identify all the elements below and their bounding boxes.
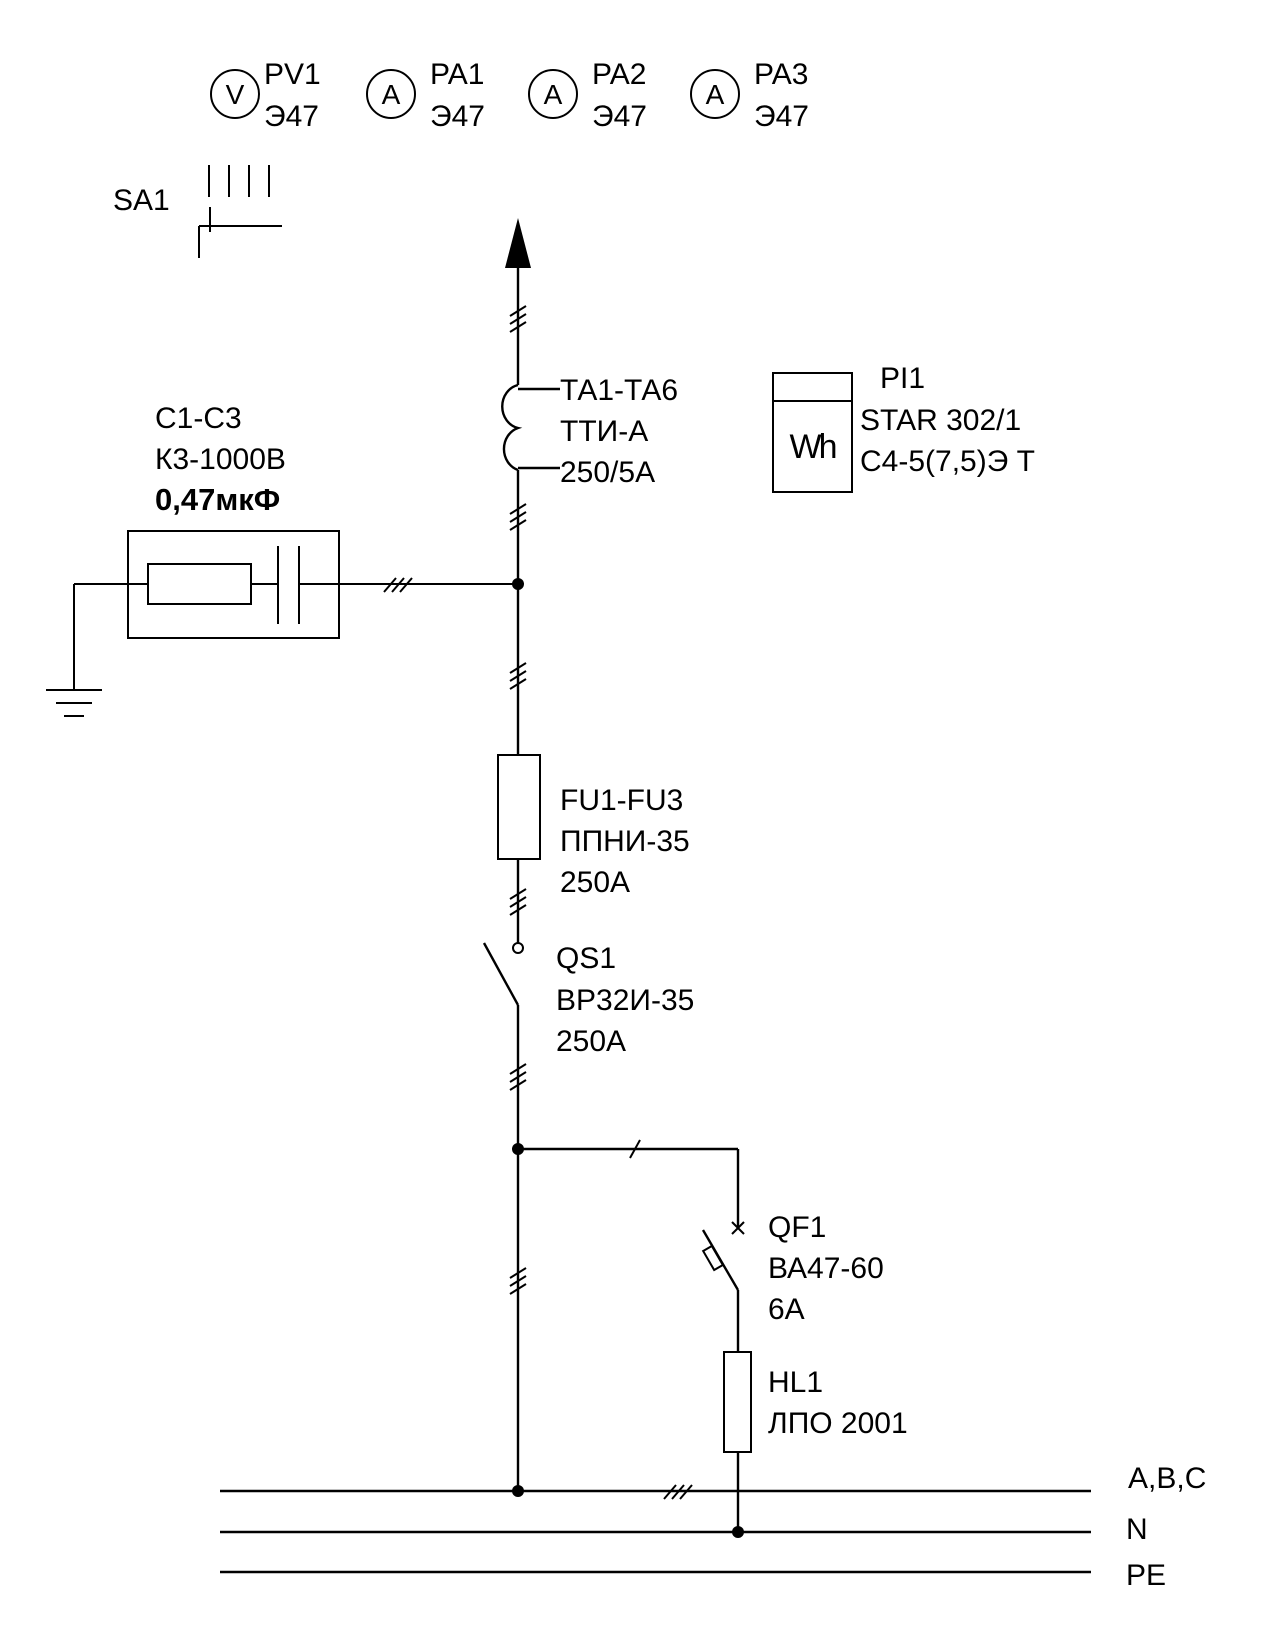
- meter-symbol: A: [544, 79, 563, 110]
- voltmeter-pv1: V PV1 Э47: [210, 58, 321, 133]
- disconnector-ref: QS1: [556, 942, 616, 975]
- bus-abc: A,B,C: [220, 1462, 1206, 1500]
- capacitor-icon: [74, 530, 518, 639]
- meter-symbol: V: [226, 79, 245, 110]
- meter-symbol: A: [706, 79, 725, 110]
- three-phase-tick-icon: [509, 662, 527, 690]
- bus-n: N: [220, 1513, 1148, 1546]
- meter-type: Э47: [754, 100, 809, 133]
- meter-type: Э47: [592, 100, 647, 133]
- energy-meter-model: STAR 302/1: [860, 404, 1021, 437]
- energy-meter: Wh PI1 STAR 302/1 С4-5(7,5)Э Т: [772, 362, 1035, 493]
- ct-type: ТТИ-А: [560, 415, 648, 448]
- capacitor-block: С1-С3 К3-1000В 0,47мкФ: [46, 402, 518, 717]
- three-phase-tick-icon: [383, 577, 413, 593]
- meter-ref: PA3: [754, 58, 808, 91]
- three-phase-tick-icon: [509, 1267, 527, 1295]
- ct-ref: ТА1-ТА6: [560, 374, 678, 407]
- three-phase-tick-icon: [509, 1063, 527, 1091]
- disconnector-rating: 250А: [556, 1025, 626, 1058]
- disconnector-icon: [482, 942, 524, 1006]
- lamp-icon: [723, 1351, 752, 1453]
- switch-ref: SA1: [113, 184, 170, 217]
- lamp-type: ЛПО 2001: [768, 1407, 908, 1440]
- single-phase-tick-icon: [629, 1139, 641, 1159]
- ammeter-icon: [366, 69, 416, 119]
- bus-label: PE: [1126, 1559, 1166, 1592]
- circuit-breaker: QF1 ВА47-60 6А: [701, 1211, 884, 1326]
- meter-type: Э47: [264, 100, 319, 133]
- ammeter-icon: [690, 69, 740, 119]
- lamp-ref: HL1: [768, 1366, 823, 1399]
- ammeter-pa1: A PA1 Э47: [366, 58, 485, 133]
- three-phase-tick-icon: [663, 1484, 693, 1500]
- three-phase-tick-icon: [509, 305, 527, 333]
- current-transformer: ТА1-ТА6 ТТИ-А 250/5А: [501, 374, 678, 489]
- energy-meter-symbol: Wh: [790, 428, 836, 466]
- lighting-branch: [518, 1139, 744, 1538]
- meter-ref: PV1: [264, 58, 321, 91]
- meter-symbol: A: [382, 79, 401, 110]
- meter-type: Э47: [430, 100, 485, 133]
- circuit-breaker-icon: [701, 1221, 745, 1291]
- bus-label: A,B,C: [1128, 1462, 1206, 1495]
- fuse-ref: FU1-FU3: [560, 784, 683, 817]
- bus-pe: PE: [220, 1559, 1166, 1592]
- capacitor-value: 0,47мкФ: [155, 482, 280, 517]
- ammeter-icon: [528, 69, 578, 119]
- energy-meter-spec: С4-5(7,5)Э Т: [860, 445, 1035, 478]
- voltmeter-icon: [210, 69, 260, 119]
- ground-icon: [46, 584, 102, 717]
- breaker-type: ВА47-60: [768, 1252, 884, 1285]
- capacitor-type: К3-1000В: [155, 443, 286, 476]
- bus-label: N: [1126, 1513, 1148, 1546]
- three-phase-tick-icon: [509, 888, 527, 916]
- current-transformer-icon: [501, 383, 560, 472]
- disconnector: QS1 ВР32И-35 250А: [482, 942, 694, 1058]
- energy-meter-icon: [772, 372, 853, 493]
- ammeter-pa3: A PA3 Э47: [690, 58, 809, 133]
- three-phase-tick-icon: [509, 503, 527, 531]
- meter-ref: PA1: [430, 58, 484, 91]
- fuse: FU1-FU3 ППНИ-35 250А: [497, 754, 690, 899]
- fuse-type: ППНИ-35: [560, 825, 690, 858]
- main-feeder-line: [505, 218, 531, 1497]
- breaker-rating: 6А: [768, 1293, 805, 1326]
- fuse-rating: 250А: [560, 866, 630, 899]
- arrow-up-icon: [505, 218, 531, 268]
- breaker-ref: QF1: [768, 1211, 826, 1244]
- ct-rating: 250/5А: [560, 456, 655, 489]
- disconnector-type: ВР32И-35: [556, 984, 694, 1017]
- selector-switch-sa1: SA1: [113, 165, 282, 258]
- ammeter-pa2: A PA2 Э47: [528, 58, 647, 133]
- meter-ref: PA2: [592, 58, 646, 91]
- capacitor-ref: С1-С3: [155, 402, 242, 435]
- lamp: HL1 ЛПО 2001: [723, 1351, 908, 1453]
- selector-switch-icon: [198, 165, 282, 258]
- energy-meter-ref: PI1: [880, 362, 925, 395]
- fuse-icon: [497, 754, 541, 860]
